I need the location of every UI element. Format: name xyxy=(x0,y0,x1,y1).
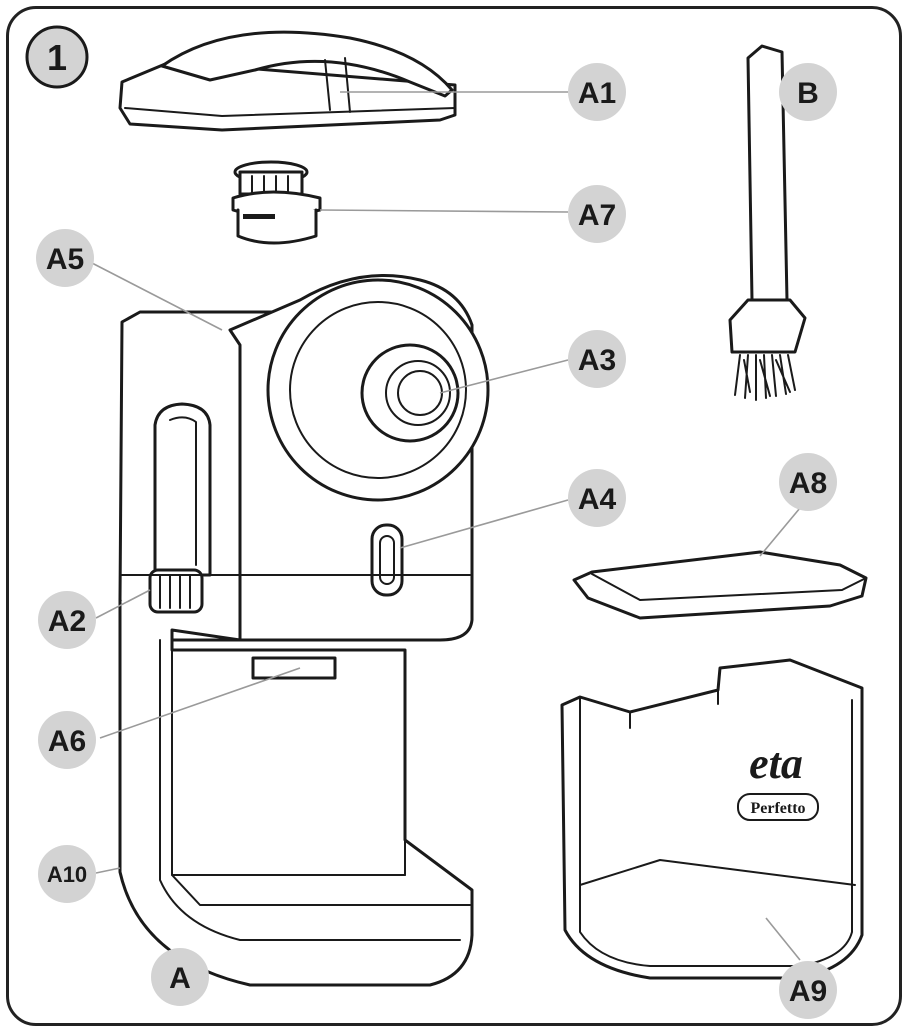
label-a: A xyxy=(151,948,209,1006)
label-a2: A2 xyxy=(38,591,96,649)
svg-text:B: B xyxy=(797,77,819,110)
label-a10: A10 xyxy=(38,845,96,903)
brand-product-name: Perfetto xyxy=(750,800,805,817)
part-a1-lid xyxy=(118,30,457,132)
svg-text:A8: A8 xyxy=(789,467,827,500)
label-a7: A7 xyxy=(568,185,626,243)
label-badges: A1 B A7 A5 A3 A8 xyxy=(36,63,837,1019)
svg-text:A2: A2 xyxy=(48,605,86,638)
svg-text:A7: A7 xyxy=(578,199,616,232)
leader-lines xyxy=(89,91,801,961)
part-a-grinder-body xyxy=(118,274,490,987)
label-a8: A8 xyxy=(779,453,837,511)
svg-text:A4: A4 xyxy=(578,483,617,516)
figure-number: 1 xyxy=(47,37,67,78)
svg-text:A6: A6 xyxy=(48,725,86,758)
part-a9-container: eta Perfetto xyxy=(560,658,864,980)
svg-text:A3: A3 xyxy=(578,344,616,377)
label-b: B xyxy=(779,63,837,121)
label-a6: A6 xyxy=(38,711,96,769)
figure-number-badge: 1 xyxy=(25,25,89,89)
svg-text:A10: A10 xyxy=(47,862,87,887)
svg-text:A1: A1 xyxy=(578,77,616,110)
label-a5: A5 xyxy=(36,229,94,287)
diagram-frame xyxy=(6,6,902,1026)
part-a7-filter xyxy=(231,160,322,245)
label-a4: A4 xyxy=(568,469,626,527)
part-b-brush xyxy=(728,44,807,401)
brand-logo: eta xyxy=(749,739,803,788)
label-a1: A1 xyxy=(568,63,626,121)
svg-text:A5: A5 xyxy=(46,243,84,276)
part-a8-cup-lid xyxy=(572,550,868,620)
svg-text:A: A xyxy=(169,962,191,995)
label-a9: A9 xyxy=(779,961,837,1019)
label-a3: A3 xyxy=(568,330,626,388)
svg-text:A9: A9 xyxy=(789,975,827,1008)
